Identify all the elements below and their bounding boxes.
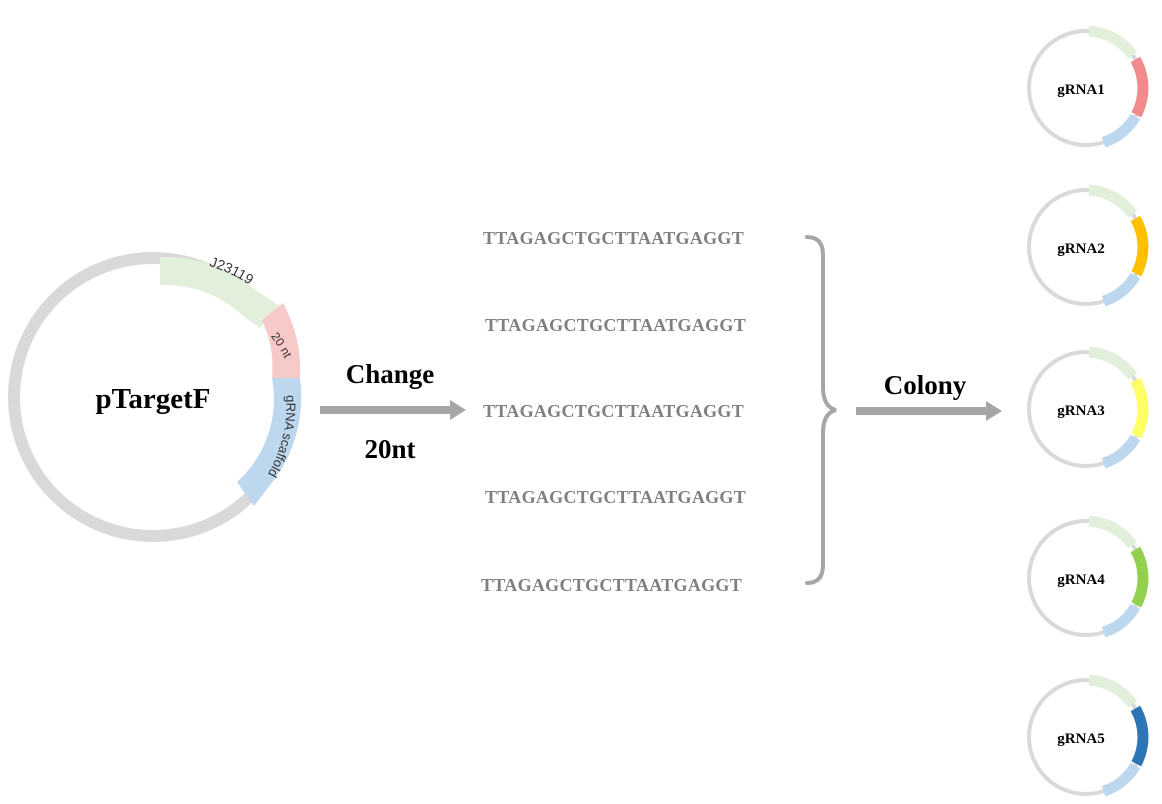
sequence-2: TTAGAGCTGCTTAATGAGGT <box>485 315 746 335</box>
product-insert-3 <box>1130 377 1149 439</box>
product-scaffold-2 <box>1101 272 1141 307</box>
change-20nt-label: 20nt <box>364 434 415 464</box>
sequence-5: TTAGAGCTGCTTAATGAGGT <box>481 575 742 595</box>
product-plasmid-4: gRNA4 <box>1027 515 1149 638</box>
sequence-list: TTAGAGCTGCTTAATGAGGT TTAGAGCTGCTTAATGAGG… <box>481 228 746 595</box>
product-name-4: gRNA4 <box>1057 572 1105 588</box>
sequence-1: TTAGAGCTGCTTAATGAGGT <box>483 228 744 248</box>
20nt-segment <box>262 303 301 378</box>
curly-brace <box>805 235 837 585</box>
product-plasmid-1: gRNA1 <box>1027 25 1149 148</box>
change-label: Change <box>346 359 435 389</box>
product-insert-2 <box>1130 215 1149 277</box>
plasmid-name: pTargetF <box>96 383 211 415</box>
change-arrow-head <box>450 400 466 420</box>
change-arrow-group: Change 20nt <box>320 359 466 464</box>
product-plasmid-5: gRNA5 <box>1027 674 1149 797</box>
product-j23119-5 <box>1088 674 1138 708</box>
product-scaffold-1 <box>1101 113 1141 148</box>
product-insert-4 <box>1130 546 1149 608</box>
main-plasmid: J23119 20 nt gRNA scaffold pTargetF <box>8 252 302 542</box>
product-plasmid-2: gRNA2 <box>1027 184 1149 307</box>
sequence-3: TTAGAGCTGCTTAATGAGGT <box>483 401 744 421</box>
j23119-segment <box>160 256 280 328</box>
product-insert-1 <box>1130 56 1149 118</box>
colony-label: Colony <box>884 370 967 400</box>
colony-arrow-head <box>986 401 1002 421</box>
product-name-5: gRNA5 <box>1057 731 1105 747</box>
product-name-3: gRNA3 <box>1057 403 1105 419</box>
product-scaffold-3 <box>1101 434 1141 469</box>
product-plasmid-3: gRNA3 <box>1027 346 1149 469</box>
product-scaffold-4 <box>1101 603 1141 638</box>
product-j23119-3 <box>1088 346 1138 380</box>
product-scaffold-5 <box>1101 762 1141 797</box>
product-name-1: gRNA1 <box>1057 82 1105 98</box>
product-insert-5 <box>1130 705 1149 767</box>
colony-arrow-group: Colony <box>856 370 1002 421</box>
product-plasmids: gRNA1 gRNA2 gRNA3 gRNA4 gRNA5 <box>1027 25 1149 797</box>
product-j23119-2 <box>1088 184 1138 218</box>
product-name-2: gRNA2 <box>1057 241 1105 257</box>
sequence-4: TTAGAGCTGCTTAATGAGGT <box>485 487 746 507</box>
product-j23119-1 <box>1088 25 1138 59</box>
gRNA-scaffold-segment <box>237 378 302 506</box>
product-j23119-4 <box>1088 515 1138 549</box>
